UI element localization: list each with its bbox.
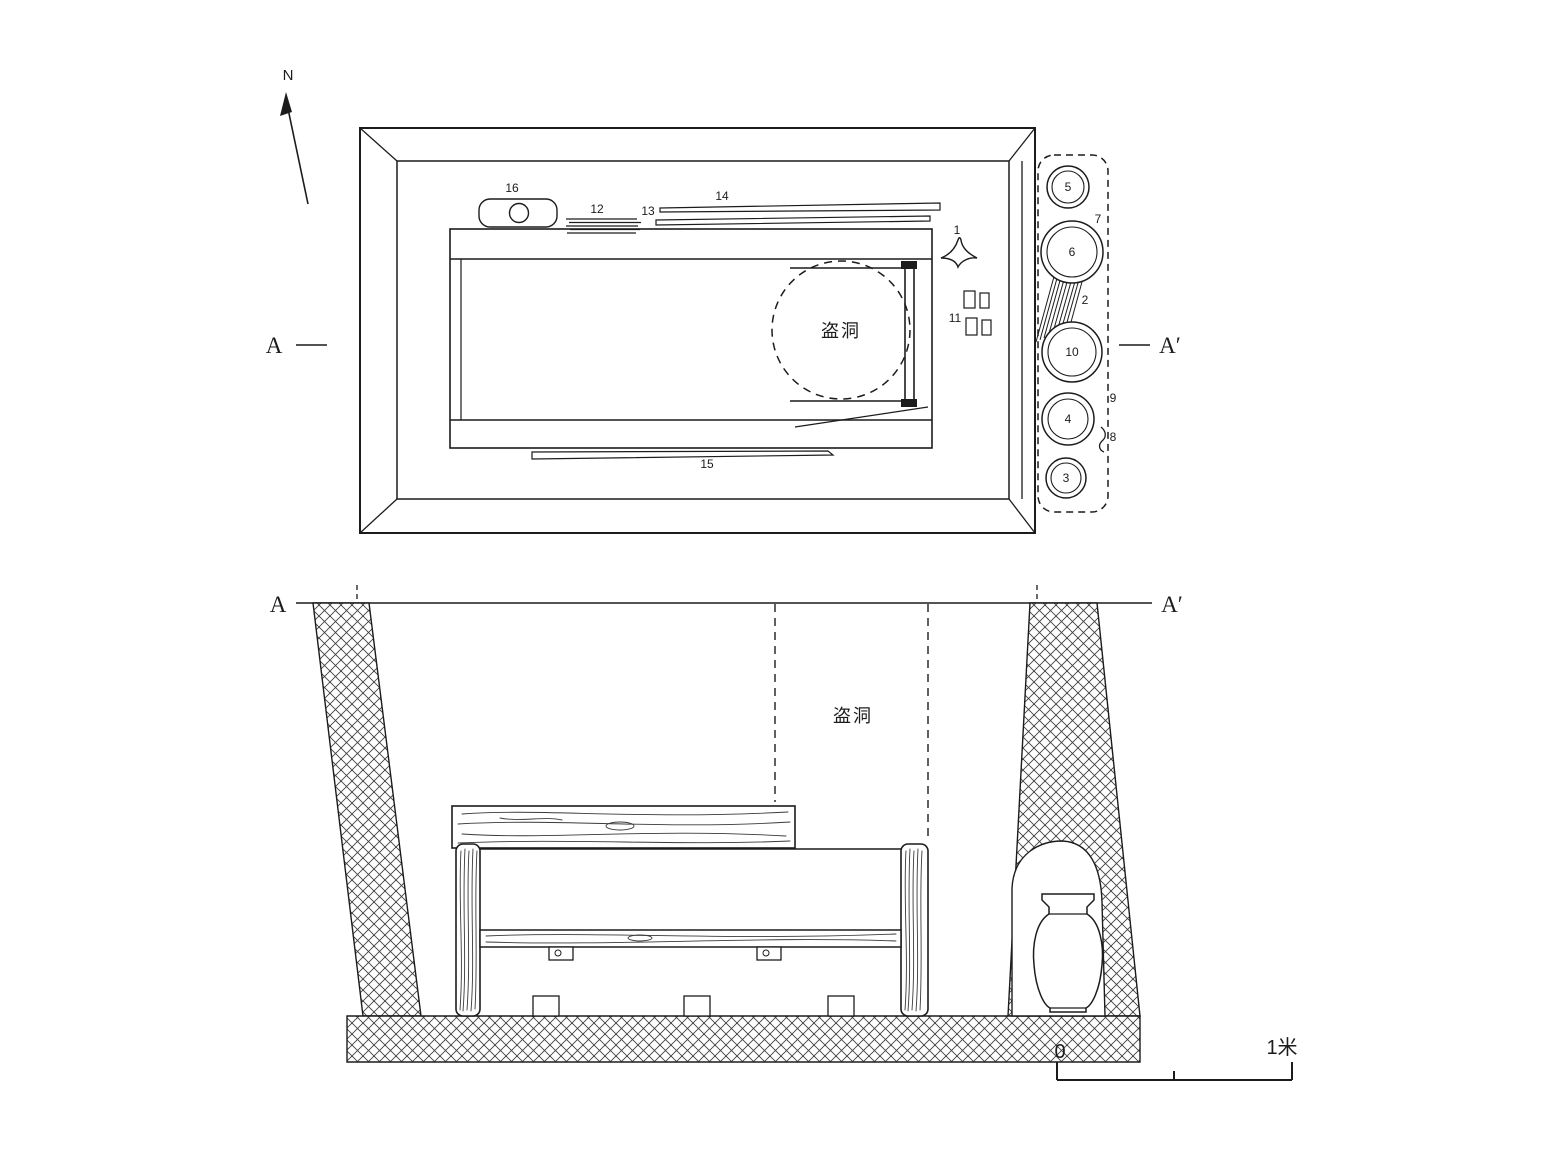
robber-hole-circle [771, 260, 911, 400]
artifact-label-5: 5 [1065, 180, 1072, 194]
pit-corner-bevel [1008, 498, 1036, 534]
support-peg [762, 949, 770, 957]
pit-corner-bevel [1008, 127, 1036, 162]
north-arrow-shaft [286, 103, 309, 205]
right-end-board-grain [904, 848, 923, 1012]
artifact-12: 12 [566, 202, 641, 234]
robber-hole-label: 盗洞 [821, 321, 861, 341]
pit-corner-bevel [359, 498, 398, 534]
artifact-label-2: 2 [1082, 293, 1089, 307]
north-arrow-icon: N [280, 67, 309, 205]
artifact-label-4: 4 [1065, 412, 1072, 426]
artifact-16: 16 [478, 181, 558, 228]
section-marker-a-prime: A′ [1161, 592, 1183, 617]
north-arrow-head [280, 92, 292, 116]
floor-sleeper [683, 995, 711, 1017]
small-hook-object [1098, 426, 1106, 453]
support-peg [554, 949, 562, 957]
plaque [981, 319, 992, 336]
artifact-label-3: 3 [1063, 471, 1070, 485]
rod-14 [659, 202, 941, 213]
artifact-14: 14 [659, 189, 941, 213]
left-wall [312, 602, 422, 1017]
pit-corner-bevel [359, 127, 398, 162]
artifact-label-9: 9 [1110, 391, 1117, 405]
inner-coffin-cap [901, 261, 917, 269]
artifact-label-13: 13 [641, 204, 655, 218]
floor-sleeper [827, 995, 855, 1017]
artifact-label-12: 12 [590, 202, 604, 216]
scale-zero: 0 [1054, 1041, 1065, 1063]
artifact-label-8: 8 [1110, 430, 1117, 444]
robber-hole-plan: 盗洞 [771, 260, 911, 400]
cover-plank [451, 805, 796, 849]
vessel-circle-5-inner [1051, 170, 1085, 204]
artifact-label-6: 6 [1069, 245, 1076, 259]
coffin-outer [449, 228, 933, 449]
vessel-circle-6-inner [1046, 226, 1098, 278]
artifact-16-ring [508, 202, 530, 224]
plan-marker-a-prime: A′ [1159, 333, 1181, 358]
section-marker-a: A [270, 592, 287, 617]
plan-marker-a: A [266, 333, 283, 358]
plan-section-markers: A A′ [266, 333, 1181, 358]
north-label: N [283, 67, 294, 84]
side-niche-plan: 5 7 6 2 10 9 4 8 3 [1035, 154, 1117, 513]
displaced-plank-line [794, 406, 929, 428]
pot-outline [1032, 893, 1104, 1013]
cover-plank-grain [457, 811, 791, 844]
vessel-circle-3-inner [1050, 462, 1082, 494]
artifact-13: 13 [641, 204, 931, 226]
plan-view: N A A′ [266, 67, 1181, 534]
rod-13 [655, 215, 931, 226]
artifact-1: 1 [940, 223, 978, 269]
trefoil-object [940, 237, 978, 269]
floor-plank [479, 929, 902, 948]
inner-coffin-cap [901, 399, 917, 407]
coffin-section [451, 805, 929, 1017]
plaque [965, 317, 978, 336]
artifact-label-16: 16 [505, 181, 519, 195]
artifact-label-10: 10 [1065, 345, 1079, 359]
plaque [963, 290, 976, 309]
artifact-label-14: 14 [715, 189, 729, 203]
coffin-plan [449, 228, 933, 449]
artifact-label-1: 1 [954, 223, 961, 237]
scale-one-meter: 1米 [1266, 1036, 1297, 1059]
left-end-board-grain [459, 848, 478, 1012]
vessel-circle-4-inner [1047, 398, 1089, 440]
artifact-label-11: 11 [949, 311, 962, 325]
robber-hole-section: 盗洞 [774, 604, 929, 842]
floor-plank-grain [485, 933, 897, 944]
artifact-label-15: 15 [700, 457, 714, 471]
niche-vessel [1032, 893, 1104, 1013]
robber-hole-label-section: 盗洞 [833, 706, 873, 726]
floor-sleeper [532, 995, 560, 1017]
artifact-11: 11 [949, 290, 992, 336]
section-view: A A′ 盗洞 [270, 585, 1298, 1081]
pit-floor [346, 1015, 1141, 1063]
plaque [979, 292, 990, 309]
scale-bar: 0 1米 [1054, 1036, 1298, 1081]
artifact-label-7: 7 [1095, 212, 1102, 226]
artifact-15: 15 [531, 450, 835, 471]
rod-15 [531, 450, 835, 460]
vessel-circle-10-inner [1047, 327, 1097, 377]
